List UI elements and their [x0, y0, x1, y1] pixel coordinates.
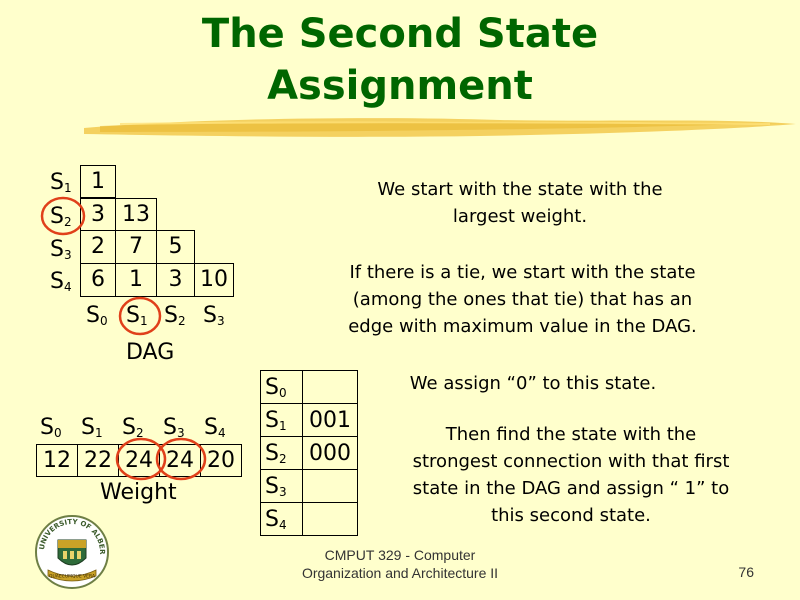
weight-col-label: S4: [204, 415, 226, 440]
dag-cell: 1: [115, 263, 157, 297]
dag-col-label: S0: [86, 303, 108, 328]
weight-cell: 24: [159, 444, 201, 477]
state-label: S3: [260, 469, 303, 503]
state-code: [302, 502, 358, 536]
dag-cell: 6: [80, 263, 116, 297]
assignment-table: S0 S1 001 S2 000 S3 S4: [260, 370, 358, 536]
weight-col-label: S1: [81, 415, 103, 440]
dag-row-label: S1: [50, 170, 72, 195]
table-row: S1 001: [260, 403, 358, 437]
footer-course: CMPUT 329 - Computer Organization and Ar…: [260, 546, 540, 582]
state-label: S0: [260, 370, 303, 404]
state-code: 000: [302, 436, 358, 470]
title-line-1: The Second State: [201, 11, 599, 57]
weight-col-label: S2: [122, 415, 144, 440]
state-label: S2: [260, 436, 303, 470]
state-code: [302, 370, 358, 404]
title-underline-brush: [84, 118, 796, 137]
table-row: S0: [260, 370, 358, 404]
table-row: S3: [260, 469, 358, 503]
paragraph-2: If there is a tie, we start with the sta…: [348, 262, 697, 337]
dag-row-label: S3: [50, 237, 72, 262]
footer-course-line-2: Organization and Architecture II: [301, 565, 499, 581]
table-row: S2 000: [260, 436, 358, 470]
dag-cell: 7: [115, 230, 157, 264]
footer-course-line-1: CMPUT 329 - Computer: [324, 547, 476, 563]
dag-row-label: S4: [50, 269, 72, 294]
dag-col-label: S2: [164, 303, 186, 328]
weight-cell: 12: [36, 444, 78, 477]
dag-cell: 10: [194, 263, 234, 297]
dag-cell: 13: [115, 198, 157, 231]
paragraph-4: Then find the state with the strongest c…: [412, 424, 730, 526]
table-row: S4: [260, 502, 358, 536]
dag-cell: 2: [80, 230, 116, 264]
dag-cell: 3: [156, 263, 195, 297]
slide-title: The Second State Assignment: [0, 8, 800, 112]
state-label: S1: [260, 403, 303, 437]
paragraph-1: We start with the state with the largest…: [377, 179, 663, 227]
paragraph-3: We assign “0” to this state.: [409, 373, 657, 394]
dag-row-label: S2: [50, 204, 72, 229]
dag-caption: DAG: [126, 340, 175, 365]
table-row: 12 22 24 24 20: [36, 444, 242, 477]
dag-col-label: S1: [126, 303, 148, 328]
state-code: 001: [302, 403, 358, 437]
state-code: [302, 469, 358, 503]
weight-cell: 20: [200, 444, 242, 477]
weight-col-label: S0: [40, 415, 62, 440]
logo-motto: QUAECUMQUE VERA: [49, 574, 96, 580]
dag-col-label: S3: [203, 303, 225, 328]
dag-cell: 1: [80, 165, 116, 198]
state-label: S4: [260, 502, 303, 536]
dag-cell: 5: [156, 230, 195, 264]
title-line-2: Assignment: [267, 63, 533, 109]
weight-col-label: S3: [163, 415, 185, 440]
weight-table: 12 22 24 24 20: [36, 444, 242, 477]
weight-caption: Weight: [100, 480, 177, 505]
dag-cell: 3: [80, 198, 116, 231]
page-number: 76: [738, 564, 754, 580]
weight-cell: 22: [77, 444, 119, 477]
university-logo: UNIVERSITY OF ALBERTA QUAECUMQUE VERA: [34, 514, 109, 589]
weight-cell: 24: [118, 444, 160, 477]
